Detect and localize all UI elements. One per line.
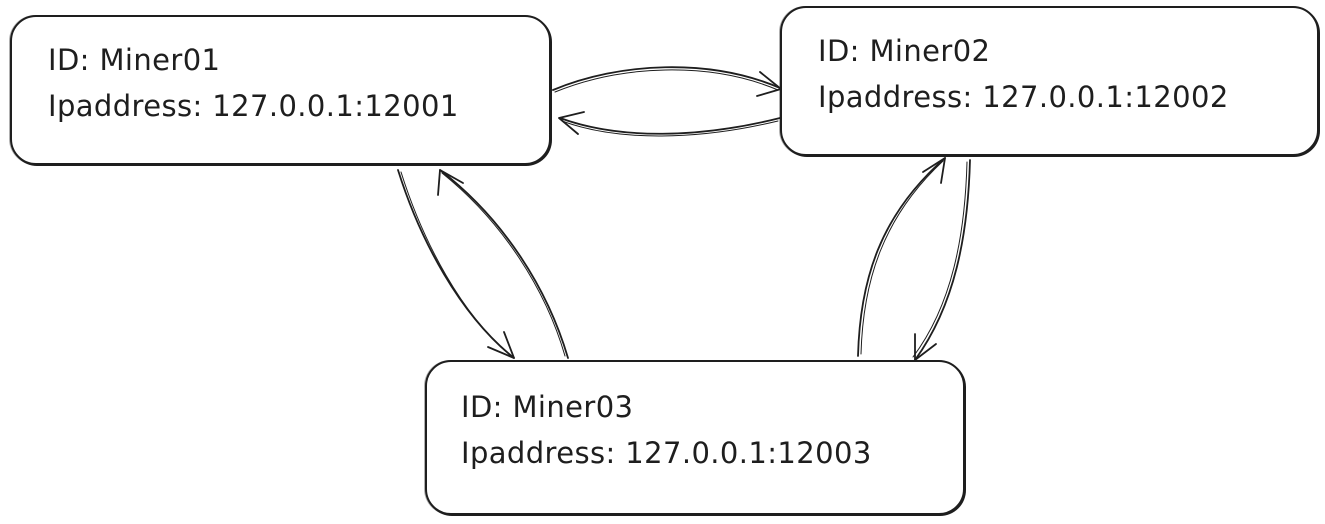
miner01-id-label: ID: Miner01: [48, 43, 221, 77]
arrow-miner01-to-miner03: [397, 169, 515, 359]
miner03-id-label: ID: Miner03: [461, 390, 634, 424]
arrow-miner03-to-miner02: [857, 157, 946, 357]
miner02-id-label: ID: Miner02: [818, 34, 991, 68]
miner02-ip-label: Ipaddress: 127.0.0.1:12002: [818, 80, 1229, 115]
arrow-miner03-to-miner01: [437, 169, 569, 359]
arrow-miner01-to-miner02: [552, 66, 782, 97]
arrow-miner02-to-miner03: [912, 159, 971, 361]
arrow-miner02-to-miner01: [558, 111, 781, 137]
miner01-ip-label: Ipaddress: 127.0.0.1:12001: [48, 89, 459, 124]
node-miner03: ID: Miner03 Ipaddress: 127.0.0.1:12003: [425, 360, 965, 515]
node-miner02: ID: Miner02 Ipaddress: 127.0.0.1:12002: [780, 6, 1319, 156]
miner03-ip-label: Ipaddress: 127.0.0.1:12003: [461, 436, 872, 471]
node-miner01: ID: Miner01 Ipaddress: 127.0.0.1:12001: [10, 15, 551, 165]
